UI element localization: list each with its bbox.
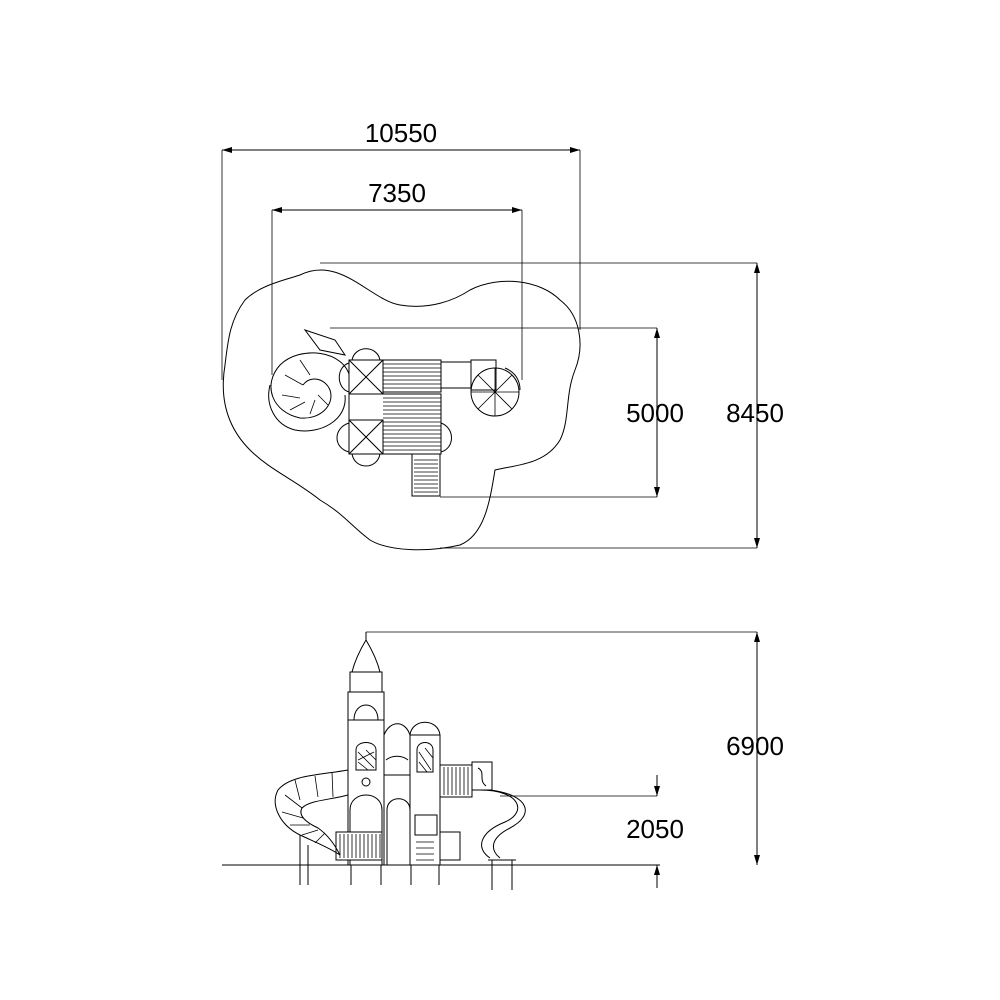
structure-depth-label: 5000 (626, 398, 684, 428)
overall-width-label: 10550 (365, 118, 437, 148)
plan-view: 10550 7350 5000 8450 (221, 118, 784, 551)
bridge-and-slide-plan (440, 359, 521, 417)
spiral-slide-plan (268, 329, 351, 432)
platform-height-label: 2050 (626, 814, 684, 844)
second-tower-elevation (409, 721, 441, 866)
tower-lower-left-plan (336, 419, 452, 467)
bridge-and-slide-elevation (439, 761, 526, 890)
spire-tower-elevation (335, 632, 385, 866)
total-height-label: 6900 (726, 731, 784, 761)
posts-elevation (350, 865, 440, 885)
stairs-plan (411, 453, 441, 497)
overall-depth-label: 8450 (726, 398, 784, 428)
safety-zone-outline (222, 269, 581, 551)
elevation-view: 6900 2050 (222, 631, 784, 890)
middle-arch-elevation (383, 723, 412, 865)
structure-width-label: 7350 (368, 178, 426, 208)
tube-slide-elevation (274, 769, 349, 885)
